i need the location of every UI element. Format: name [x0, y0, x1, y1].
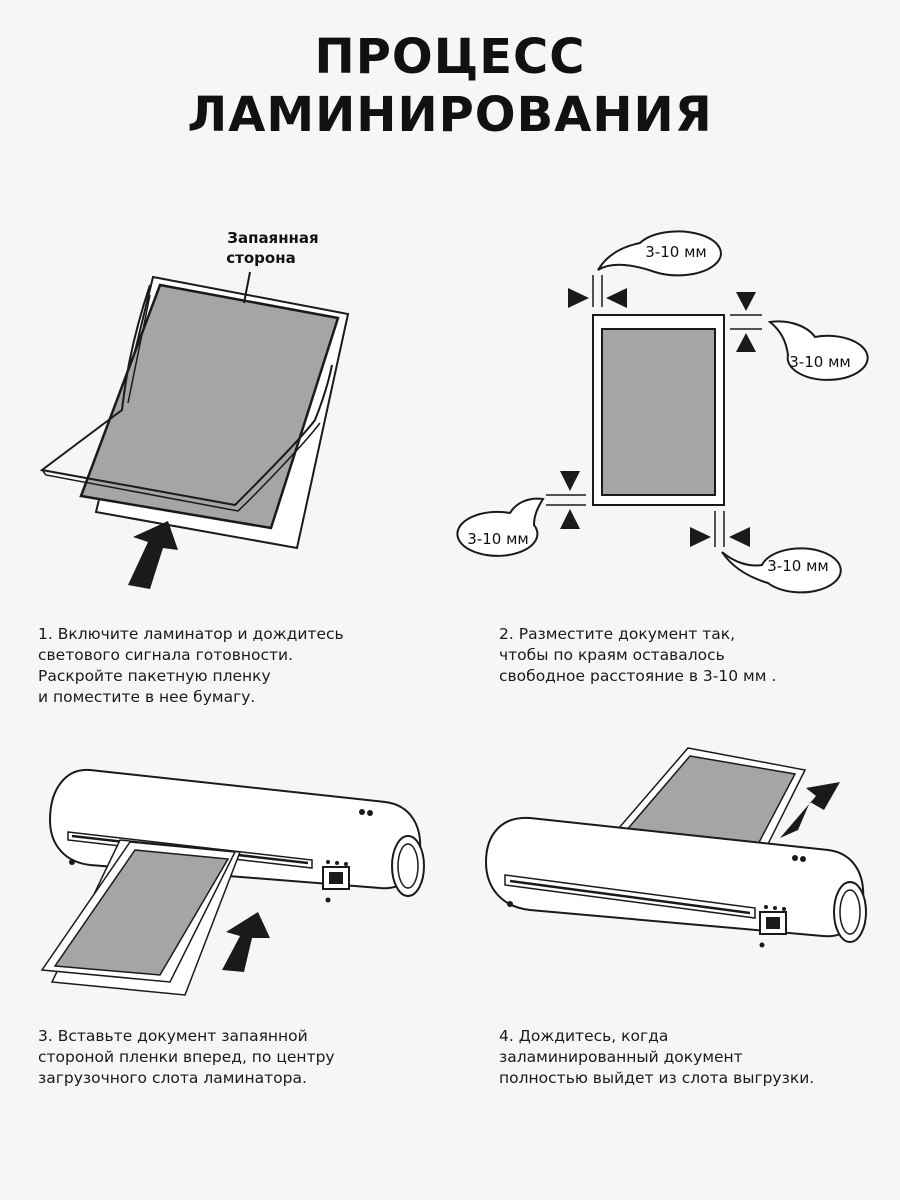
margin-label-right: 3-10 мм	[789, 353, 850, 371]
arrow-up-icon	[222, 912, 270, 972]
step3-caption-line: загрузочного слота ламинатора.	[38, 1069, 307, 1087]
page-title: ПРОЦЕСС ЛАМИНИРОВАНИЯ	[0, 28, 900, 144]
step3-caption: 3. Вставьте документ запаянной стороной …	[38, 1026, 335, 1089]
arrow-up-icon	[128, 521, 178, 589]
margin-label-bottom-left: 3-10 мм	[467, 530, 528, 548]
step1-caption-line: светового сигнала готовности.	[38, 646, 294, 664]
step2-caption: 2. Разместите документ так, чтобы по кра…	[499, 624, 776, 687]
paper-document	[79, 283, 340, 530]
step4-caption-line: 4. Дождитесь, когда	[499, 1027, 669, 1045]
power-button-icon	[322, 866, 350, 890]
step3-caption-line: 3. Вставьте документ запаянной	[38, 1027, 308, 1045]
callout-bubble: 3-10 мм	[767, 320, 869, 381]
step4-caption: 4. Дождитесь, когда заламинированный док…	[499, 1026, 814, 1089]
step1-caption-line: 1. Включите ламинатор и дождитесь	[38, 625, 344, 643]
film-front-edge	[127, 294, 151, 404]
step1-illustration: Запаянная сторона	[39, 229, 350, 589]
laminator-device	[484, 816, 867, 948]
step1-caption-line: Раскройте пакетную пленку	[38, 667, 271, 685]
margin-label-top-left: 3-10 мм	[645, 243, 706, 261]
step3-caption-line: стороной пленки вперед, по центру	[38, 1048, 335, 1066]
arrow-up-icon	[780, 782, 840, 838]
callout-bubble: 3-10 мм	[456, 497, 545, 557]
step2-caption-line: 2. Разместите документ так,	[499, 625, 736, 643]
step4-illustration	[484, 747, 867, 948]
step4-caption-line: заламинированный документ	[499, 1048, 743, 1066]
step4-caption-line: полностью выйдет из слота выгрузки.	[499, 1069, 815, 1087]
paper-document	[53, 849, 230, 976]
step1-caption-line: и поместите в нее бумагу.	[38, 688, 256, 706]
step2-illustration: 3-10 мм 3-10 мм 3-10 мм 3-10 мм	[456, 230, 869, 594]
step2-caption-line: чтобы по краям оставалось	[499, 646, 725, 664]
step3-illustration	[40, 768, 425, 996]
film-front-inner-line	[41, 422, 321, 512]
sealed-side-label-2: сторона	[226, 249, 295, 267]
power-button-icon	[759, 911, 787, 935]
dimension-arrows	[730, 292, 762, 352]
margin-label-bottom-right: 3-10 мм	[767, 557, 828, 575]
dimension-arrows	[690, 511, 750, 547]
film-front-flap	[39, 284, 333, 507]
dimension-arrows	[568, 275, 627, 308]
step1-caption: 1. Включите ламинатор и дождитесь светов…	[38, 624, 344, 708]
callout-bubble: 3-10 мм	[597, 230, 722, 277]
sealed-side-label-1: Запаянная	[227, 229, 318, 247]
step2-caption-line: свободное расстояние в 3-10 мм .	[499, 667, 777, 685]
label-pointer	[243, 271, 251, 304]
title-line-1: ПРОЦЕСС	[314, 29, 586, 85]
dimension-arrows	[546, 471, 586, 529]
title-line-2: ЛАМИНИРОВАНИЯ	[187, 87, 713, 143]
callout-bubble: 3-10 мм	[721, 547, 842, 594]
paper-document	[601, 328, 716, 496]
